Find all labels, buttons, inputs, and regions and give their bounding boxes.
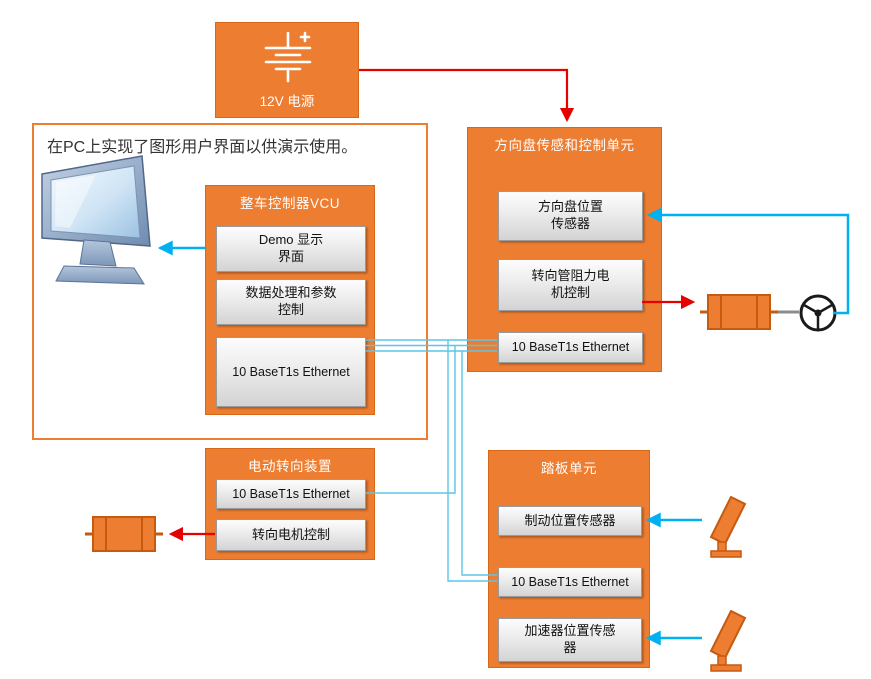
esteer-box: 电动转向装置 10 BaseT1s Ethernet 转向电机控制 bbox=[205, 448, 375, 560]
power-supply-label: 12V 电源 bbox=[259, 94, 315, 109]
steering-unit-title: 方向盘传感和控制单元 bbox=[494, 138, 635, 153]
wheel-position-sensor-box: 方向盘位置 传感器 bbox=[498, 191, 643, 241]
vcu-box: 整车控制器VCU Demo 显示 界面 数据处理和参数 控制 10 BaseT1… bbox=[205, 185, 375, 415]
battery-icon bbox=[264, 31, 312, 83]
pedal-unit-title: 踏板单元 bbox=[541, 461, 597, 476]
steering-resistance-motor-box: 转向管阻力电 机控制 bbox=[498, 259, 643, 311]
pedal-unit-box: 踏板单元 制动位置传感器 10 BaseT1s Ethernet 加速器位置传感… bbox=[488, 450, 650, 668]
steering-unit-box: 方向盘传感和控制单元 方向盘位置 传感器 转向管阻力电 机控制 10 BaseT… bbox=[467, 127, 662, 372]
esteer-ethernet-box: 10 BaseT1s Ethernet bbox=[216, 479, 366, 509]
brake-pedal-icon bbox=[709, 496, 747, 558]
steering-wheel-icon bbox=[799, 294, 837, 332]
esteer-title: 电动转向装置 bbox=[248, 459, 332, 474]
vcu-demo-display-box: Demo 显示 界面 bbox=[216, 226, 366, 272]
monitor-icon bbox=[41, 155, 151, 285]
vcu-title: 整车控制器VCU bbox=[239, 196, 340, 211]
pc-note-text: 在PC上实现了图形用户界面以供演示使用。 bbox=[47, 139, 358, 156]
vcu-ethernet-box: 10 BaseT1s Ethernet bbox=[216, 337, 366, 407]
vcu-data-processing-box: 数据处理和参数 控制 bbox=[216, 279, 366, 325]
accel-position-sensor-box: 加速器位置传感 器 bbox=[498, 618, 642, 662]
power-line-to-steering-unit bbox=[359, 68, 575, 123]
steering-ethernet-box: 10 BaseT1s Ethernet bbox=[498, 332, 643, 363]
brake-position-sensor-box: 制动位置传感器 bbox=[498, 506, 642, 536]
steering-motor-icon bbox=[700, 294, 778, 330]
steering-motor-control-box: 转向电机控制 bbox=[216, 519, 366, 551]
pedal-ethernet-box: 10 BaseT1s Ethernet bbox=[498, 567, 642, 597]
power-supply-box: 12V 电源 bbox=[215, 22, 359, 118]
accelerator-pedal-icon bbox=[709, 610, 747, 672]
steering-actuator-motor-icon bbox=[85, 516, 163, 552]
